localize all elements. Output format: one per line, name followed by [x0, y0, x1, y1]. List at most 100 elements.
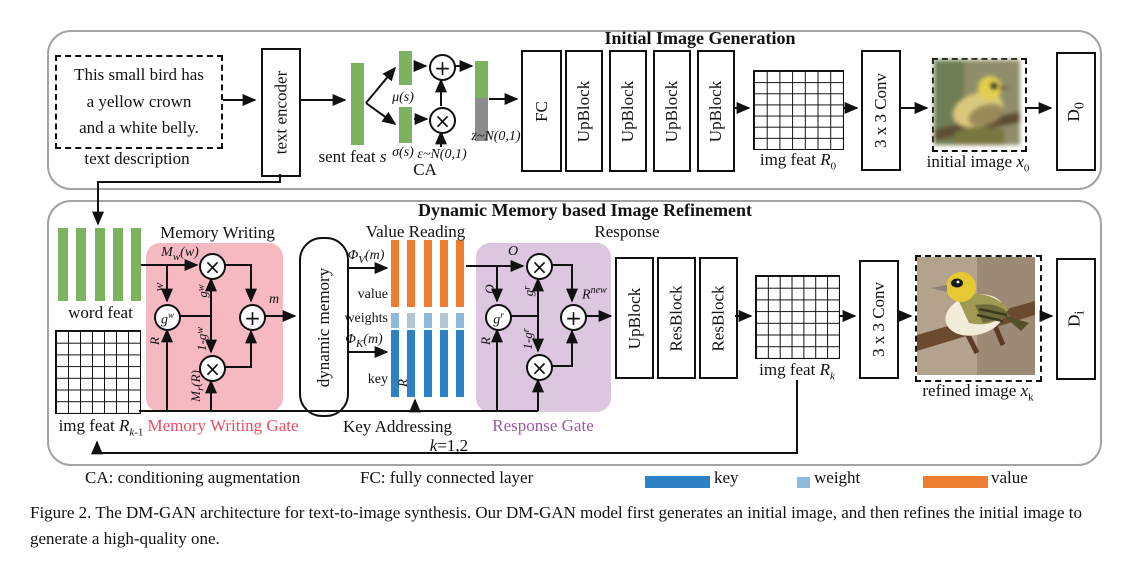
refined-bird-illustration: [917, 257, 1035, 375]
value-swatch: [923, 476, 988, 488]
k-eq-label: k=1,2: [429, 436, 469, 455]
bar: [456, 313, 464, 328]
epsilon-label: ε~N(0,1): [417, 147, 467, 162]
bar: [456, 240, 464, 307]
refined-image-label: refined image xk: [922, 381, 1034, 404]
img-feat-rk-label: img feat Rk: [759, 360, 835, 383]
upblock-box-5: UpBlock: [615, 257, 654, 379]
img-feat-r0-grid: [753, 70, 844, 150]
value-reading-title: Value Reading: [365, 222, 466, 241]
bar: [439, 330, 448, 397]
panel2-title: Dynamic Memory based Image Refinement: [418, 200, 752, 220]
sent-feat-label: sent feat s: [318, 147, 387, 166]
bar: [76, 228, 87, 301]
bar: [423, 330, 432, 397]
bar: [439, 313, 448, 328]
bar: [391, 240, 399, 307]
bar: [407, 313, 416, 328]
memory-writing-gate-label: Memory Writing Gate: [147, 416, 299, 435]
mu-label: μ(s): [392, 90, 414, 105]
sigma-label: σ(s): [392, 145, 414, 160]
weights-label: weights: [344, 311, 388, 326]
upblock-box-1: UpBlock: [565, 50, 603, 172]
bar: [423, 240, 432, 307]
key-bars: [391, 330, 464, 397]
value-label: value: [357, 287, 388, 302]
legend-key: key: [714, 468, 739, 487]
mw-label: Mw(w): [161, 245, 199, 263]
mr-label: Mr(R): [188, 370, 207, 402]
multiply-icon: ×: [199, 355, 226, 382]
bar: [407, 330, 416, 397]
legend-ca: CA: conditioning augmentation: [85, 468, 301, 487]
key-addressing-label: Key Addressing: [342, 417, 453, 436]
bar: [423, 313, 432, 328]
d0-box: D0: [1056, 52, 1096, 171]
r-label-key: R: [394, 379, 410, 387]
add-icon: +: [429, 54, 456, 81]
resblock-box-1: ResBlock: [657, 257, 696, 379]
initial-image: [932, 58, 1027, 152]
img-feat-rk-grid: [755, 275, 840, 359]
legend-value: value: [991, 468, 1028, 487]
img-feat-rk1-grid: [55, 330, 141, 414]
initial-bird-illustration: [934, 60, 1020, 145]
bar: [131, 228, 141, 301]
o-label-top: O: [507, 244, 519, 259]
key-label: key: [367, 372, 388, 387]
panel1-title: Initial Image Generation: [604, 28, 796, 48]
bar: [456, 330, 464, 397]
memory-writing-title: Memory Writing: [160, 223, 275, 242]
legend-weight: weight: [814, 468, 861, 487]
r-label-response: R: [477, 337, 493, 345]
fc-box: FC: [521, 50, 562, 172]
upblock-box-3: UpBlock: [653, 50, 691, 172]
word-feat-label: word feat: [68, 303, 133, 322]
z-label: z~N(0,1): [471, 129, 521, 144]
refined-image: [915, 255, 1042, 382]
bar: [391, 313, 399, 328]
response-gate-label: Response Gate: [492, 416, 594, 435]
multiply-icon: ×: [429, 107, 456, 134]
bar: [58, 228, 68, 301]
w-label: w: [150, 282, 166, 292]
r-label-mw: R: [146, 337, 162, 345]
bar: [112, 228, 123, 301]
response-title: Response: [594, 222, 660, 241]
resblock-box-2: ResBlock: [699, 257, 738, 379]
upblock-box-2: UpBlock: [609, 50, 647, 172]
legend-fc: FC: fully connected layer: [360, 468, 534, 487]
phi-v-label: ΦV(m): [347, 248, 385, 266]
phi-k-label: ΦK(m): [345, 332, 383, 350]
mu-bar: [399, 51, 412, 85]
bar: [391, 330, 399, 397]
upblock-box-4: UpBlock: [697, 50, 735, 172]
bar: [407, 240, 416, 307]
bar: [439, 240, 448, 307]
bar: [94, 228, 105, 301]
initial-image-label: initial image x0: [926, 152, 1030, 175]
add-icon: +: [239, 304, 266, 331]
text-description-label: text description: [84, 149, 190, 168]
value-bars: [391, 240, 464, 307]
figure-caption: Figure 2. The DM-GAN architecture for te…: [30, 503, 1082, 548]
r-new-label: Rnew: [582, 285, 607, 303]
weight-swatch: [797, 477, 810, 488]
ca-label: CA: [413, 160, 437, 179]
sigma-bar: [399, 107, 412, 143]
di-box: Di: [1056, 258, 1096, 380]
conv-box-2: 3 x 3 Conv: [859, 260, 899, 379]
o-label-rot: O: [481, 284, 497, 294]
m-label: m: [268, 292, 280, 307]
text-encoder-box: text encoder: [261, 48, 301, 177]
text-encoder-label: text encoder: [271, 70, 291, 155]
img-feat-r0-label: img feat R0: [759, 150, 837, 173]
weight-bars: [391, 313, 464, 328]
